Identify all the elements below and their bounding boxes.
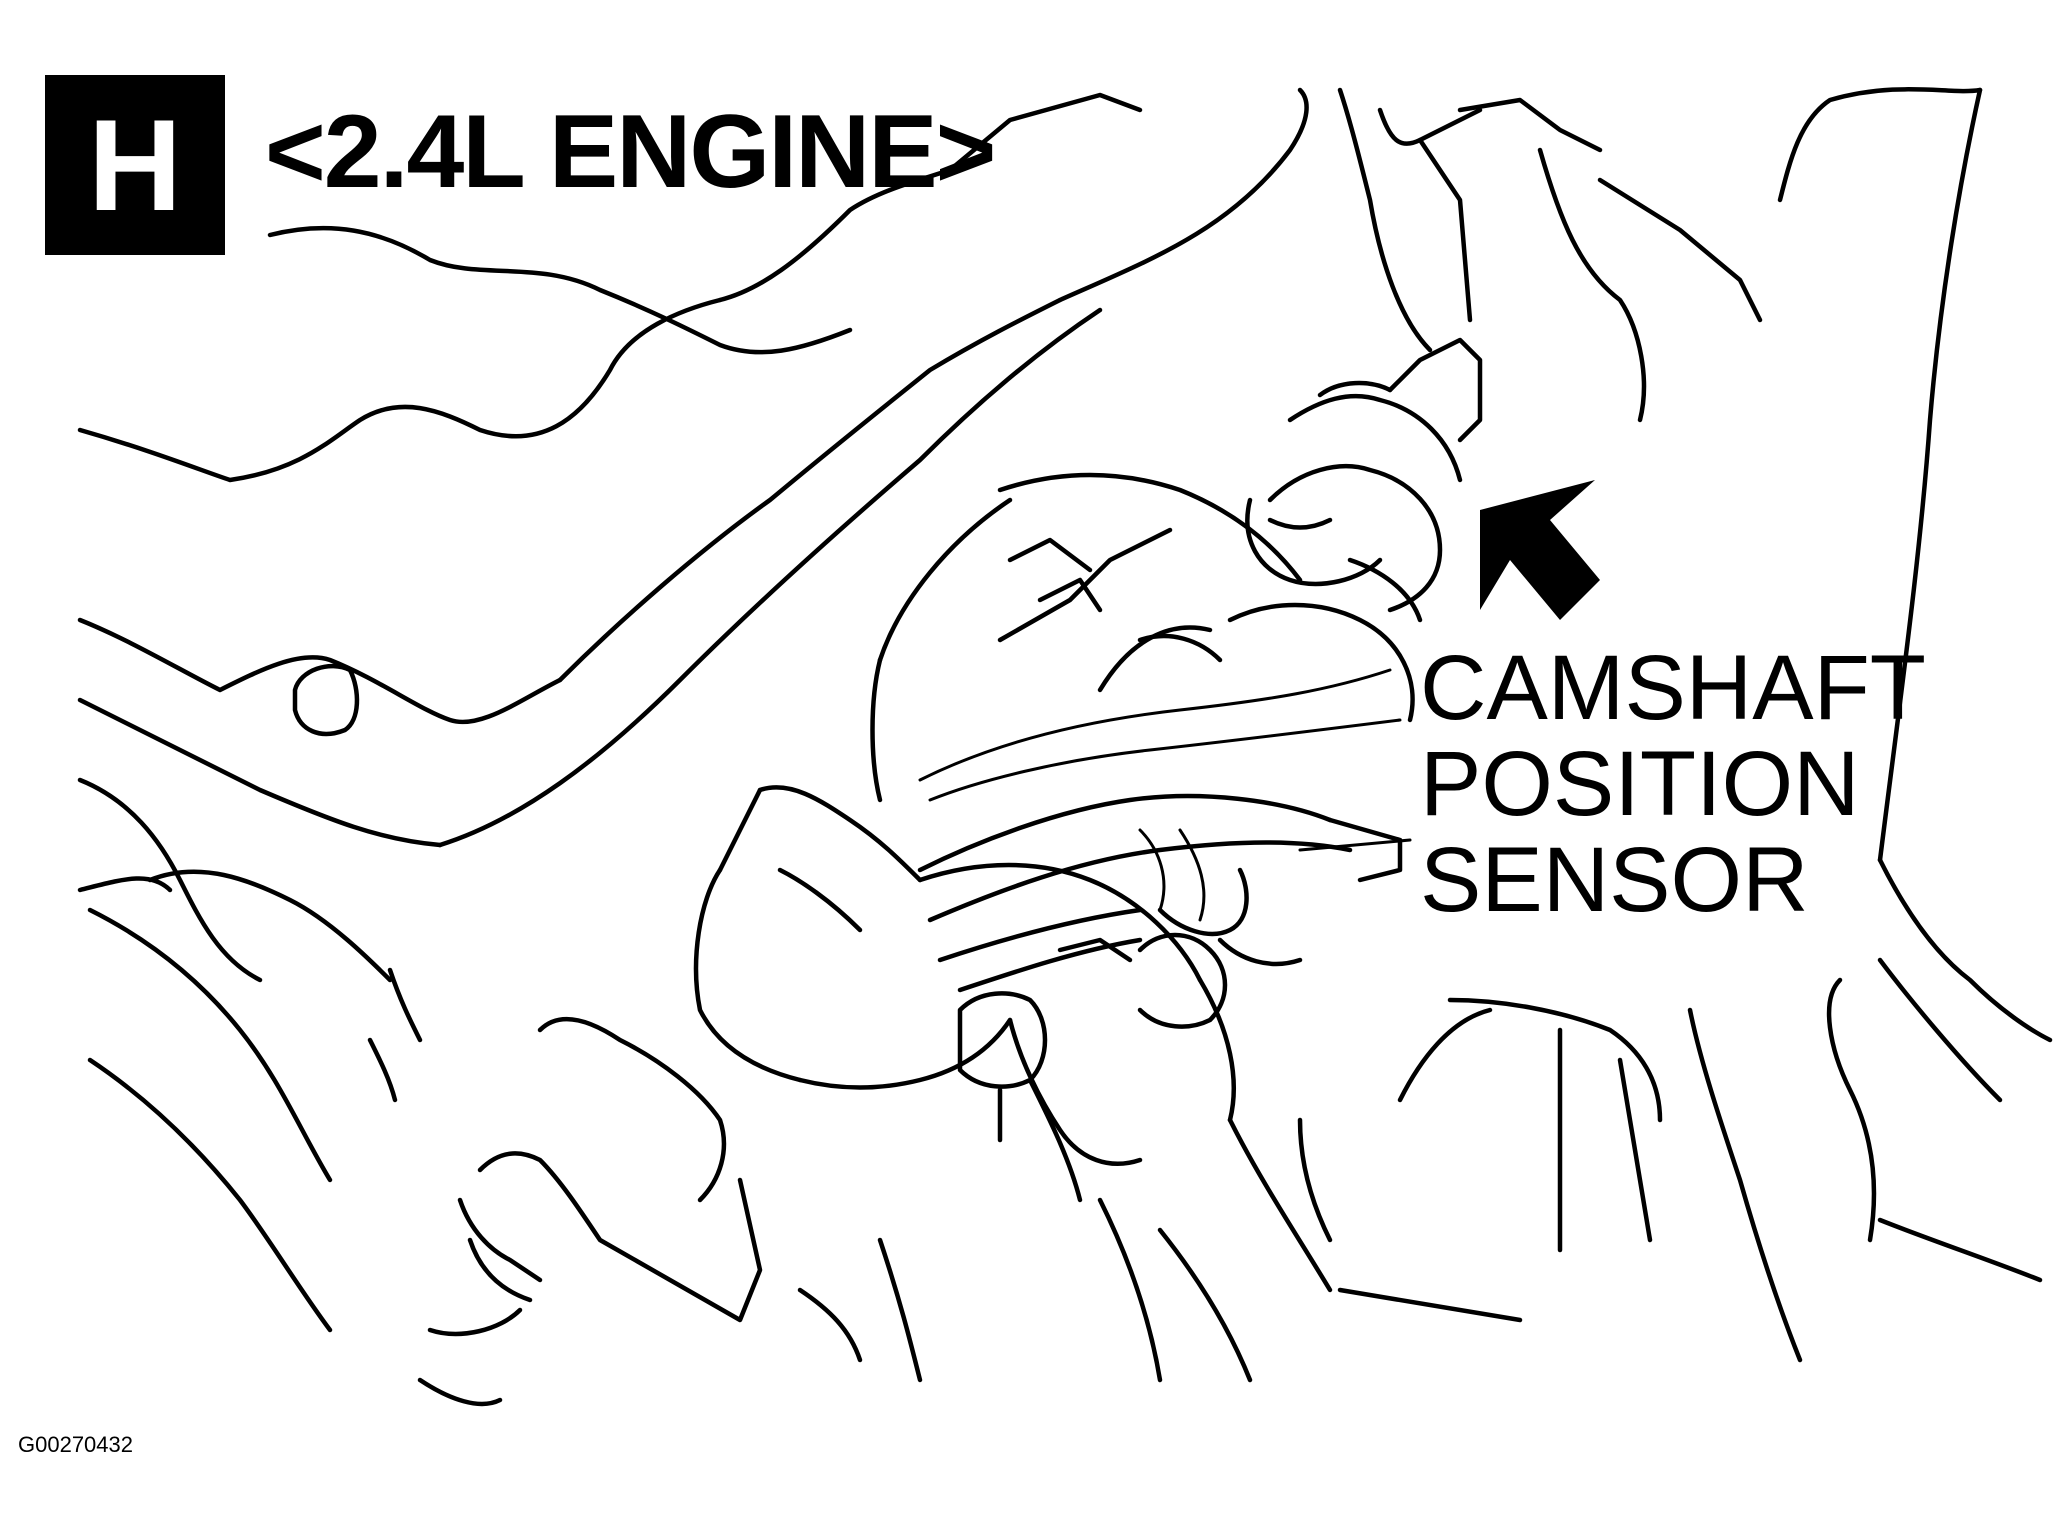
callout-line-1: CAMSHAFT xyxy=(1420,637,1926,739)
callout-line-3: SENSOR xyxy=(1420,829,1809,931)
callout-label: CAMSHAFT POSITION SENSOR xyxy=(1420,640,1926,928)
figure-title: <2.4L ENGINE> xyxy=(265,94,996,210)
figure-id: G00270432 xyxy=(18,1432,133,1457)
callout-line-2: POSITION xyxy=(1420,733,1860,835)
section-badge: H xyxy=(45,75,225,255)
